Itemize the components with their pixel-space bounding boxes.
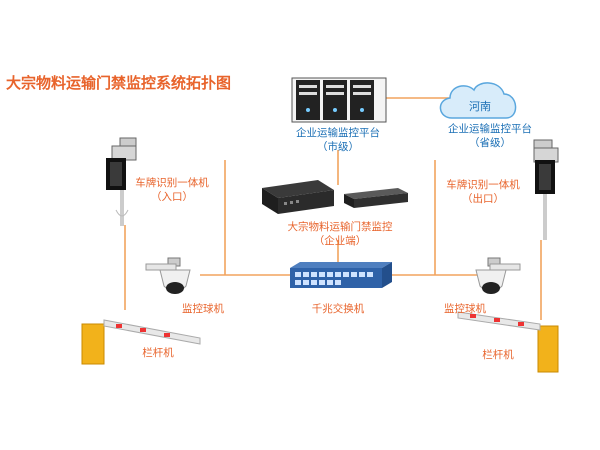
province-platform-line1: 企业运输监控平台: [448, 123, 532, 135]
lpr-camera-out-icon: [533, 139, 559, 240]
switch-label: 千兆交换机: [311, 303, 365, 315]
nvr-recorder-icon: [344, 188, 408, 208]
lpr-in-line1: 车牌识别一体机: [135, 177, 209, 189]
province-platform-line2: （省级）: [469, 137, 511, 149]
connection-lines: [124, 97, 542, 320]
local-monitor-line2: （企业端）: [313, 235, 367, 247]
barrier-left-label: 栏杆机: [142, 347, 174, 359]
local-monitor-line1: 大宗物料运输门禁监控: [287, 221, 393, 233]
cloud-icon: [439, 82, 517, 119]
dome-camera-right-icon: [475, 257, 521, 294]
city-platform-line2: （市级）: [317, 141, 359, 153]
barrier-gate-left-icon: [81, 319, 201, 365]
lpr-out-line1: 车牌识别一体机: [446, 179, 520, 191]
cloud-region-label: 河南: [469, 100, 491, 113]
lpr-camera-in-icon: [106, 137, 137, 226]
lpr-in-line2: （入口）: [151, 191, 193, 203]
city-platform-label: 企业运输监控平台 （市级）: [278, 126, 398, 154]
camera-right-label: 监控球机: [444, 303, 486, 315]
dome-camera-left-icon: [145, 257, 191, 294]
network-switch-icon: [290, 262, 392, 288]
server-rack-icon: [291, 77, 387, 123]
lpr-out-label: 车牌识别一体机 （出口）: [433, 178, 533, 206]
lpr-out-line2: （出口）: [462, 193, 504, 205]
local-monitor-label: 大宗物料运输门禁监控 （企业端）: [270, 220, 410, 248]
diagram-title: 大宗物料运输门禁监控系统拓扑图: [6, 74, 232, 92]
camera-left-label: 监控球机: [182, 303, 224, 315]
province-platform-label: 企业运输监控平台 （省级）: [430, 122, 550, 150]
city-platform-line1: 企业运输监控平台: [296, 127, 380, 139]
lpr-in-label: 车牌识别一体机 （入口）: [122, 176, 222, 204]
barrier-gate-right-icon: [457, 311, 559, 373]
nvr-device-icon: [262, 180, 334, 214]
barrier-right-label: 栏杆机: [482, 349, 514, 361]
